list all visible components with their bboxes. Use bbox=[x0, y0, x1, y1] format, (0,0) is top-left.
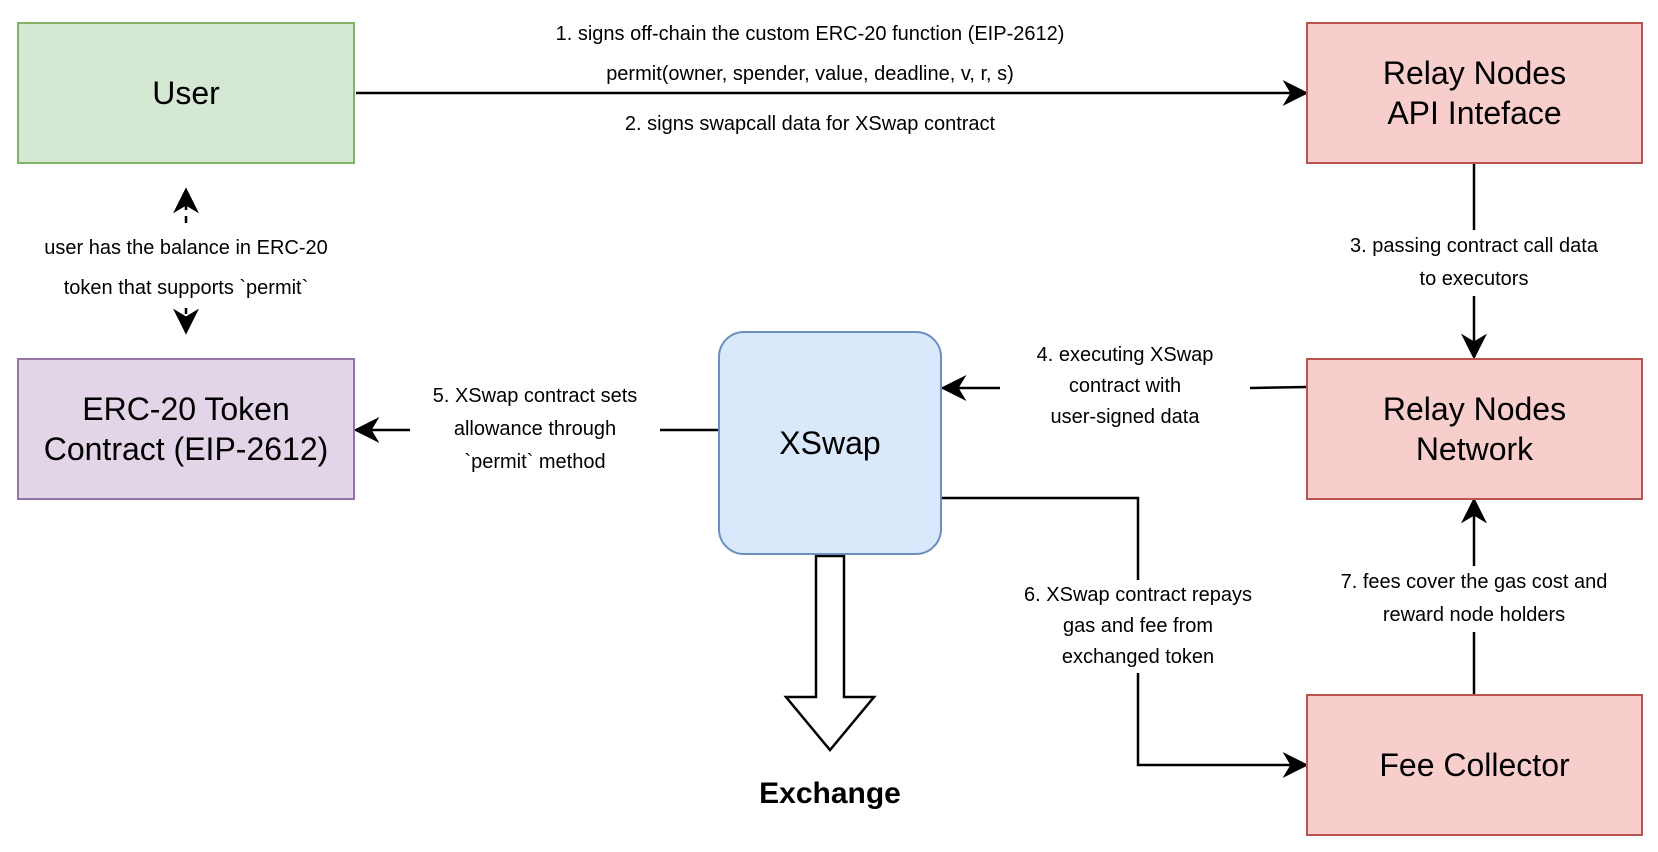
edge-label-1-line2: permit(owner, spender, value, deadline, … bbox=[606, 63, 1014, 85]
node-relay-network: Relay Nodes Network bbox=[1306, 358, 1643, 500]
node-relay-api: Relay Nodes API Inteface bbox=[1306, 22, 1643, 164]
edge-label-4: 4. executing XSwap contract with user-si… bbox=[1000, 340, 1250, 433]
node-xswap-label: XSwap bbox=[779, 425, 881, 461]
edge-label-5: 5. XSwap contract sets allowance through… bbox=[410, 380, 660, 479]
node-relay-network-label: Relay Nodes Network bbox=[1382, 391, 1567, 467]
node-fee-collector: Fee Collector bbox=[1306, 694, 1643, 836]
edge-label-6: 6. XSwap contract repays gas and fee fro… bbox=[990, 580, 1286, 673]
node-user-label: User bbox=[152, 75, 220, 111]
node-user: User bbox=[17, 22, 355, 164]
node-exchange-label: Exchange bbox=[759, 777, 901, 810]
node-erc20-contract: ERC-20 Token Contract (EIP-2612) bbox=[17, 358, 355, 500]
node-relay-api-label: Relay Nodes API Inteface bbox=[1382, 55, 1567, 131]
node-erc20-label: ERC-20 Token Contract (EIP-2612) bbox=[43, 391, 329, 467]
edge-label-balance: user has the balance in ERC-20 token tha… bbox=[8, 228, 364, 308]
edge-label-3: 3. passing contract call data to executo… bbox=[1310, 230, 1638, 296]
exchange-arrow bbox=[783, 554, 877, 752]
node-fee-collector-label: Fee Collector bbox=[1379, 747, 1570, 783]
edge-label-7: 7. fees cover the gas cost and reward no… bbox=[1310, 566, 1638, 632]
edge-label-2: 2. signs swapcall data for XSwap contrac… bbox=[624, 113, 996, 135]
edge-label-1-line1: 1. signs off-chain the custom ERC-20 fun… bbox=[555, 23, 1065, 45]
node-xswap: XSwap bbox=[718, 331, 942, 555]
